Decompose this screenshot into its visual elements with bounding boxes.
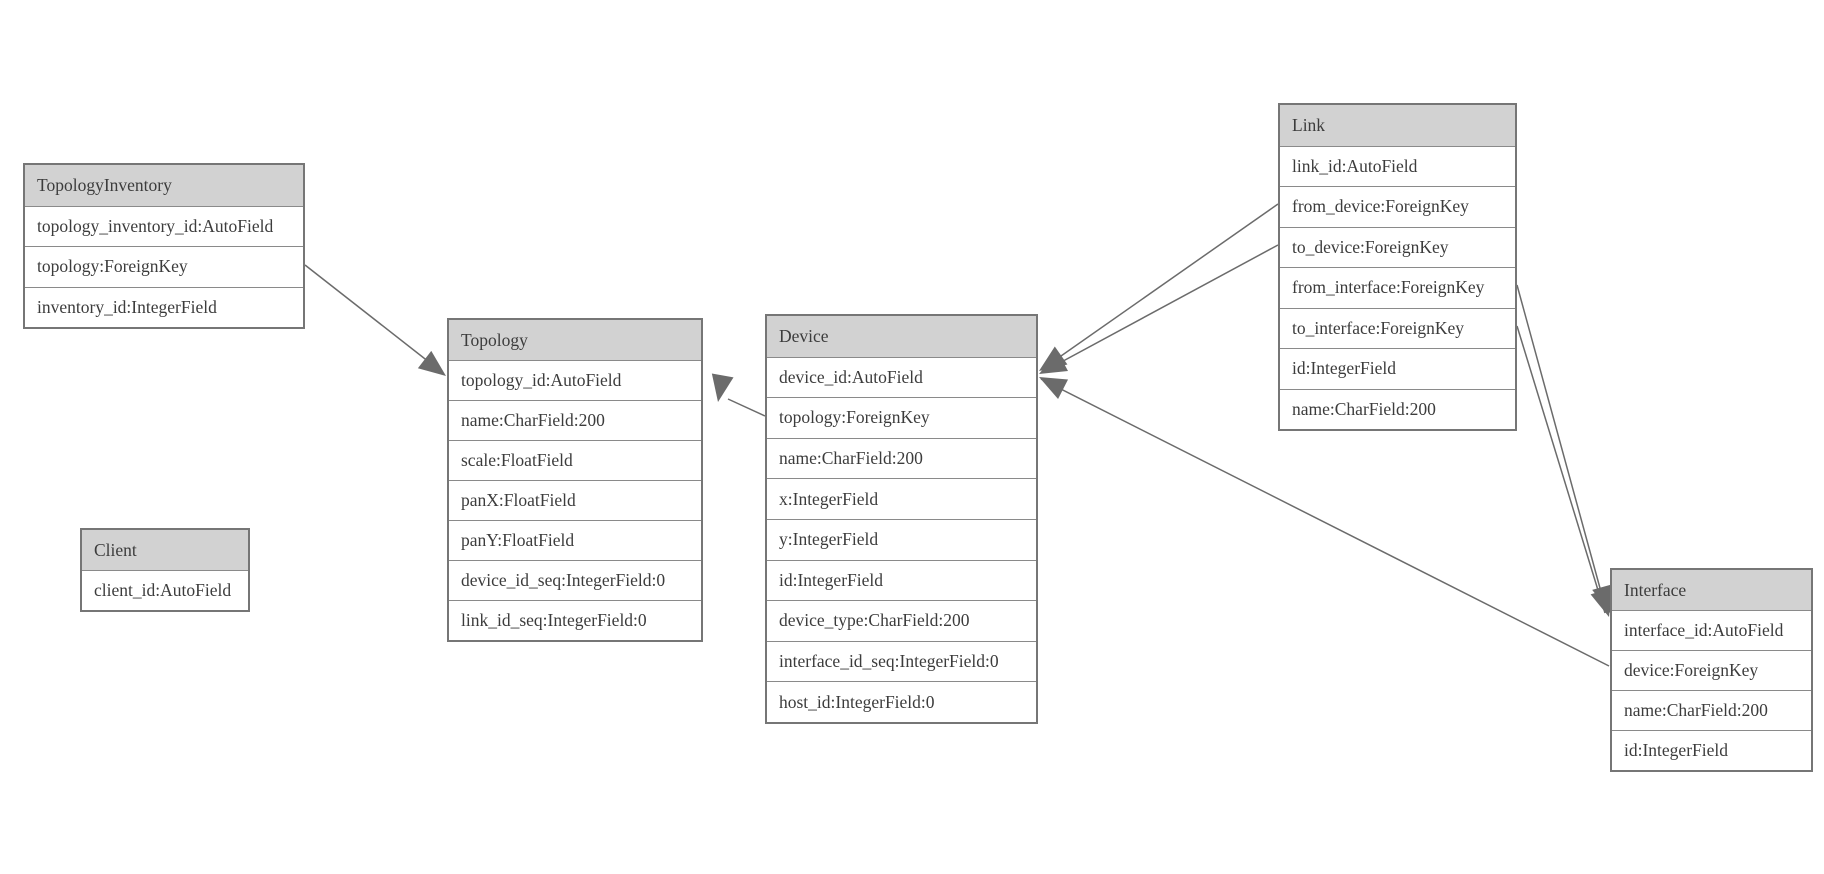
entity-field-row: to_device:ForeignKey bbox=[1280, 226, 1515, 267]
connector-line bbox=[727, 398, 766, 417]
entity-field-row: id:IntegerField bbox=[1280, 348, 1515, 389]
entity-field-row: topology_id:AutoField bbox=[449, 360, 701, 400]
entity-title-interface: Interface bbox=[1612, 570, 1811, 610]
connector-link-from-device-device bbox=[1039, 203, 1279, 371]
arrowhead-icon bbox=[711, 373, 734, 402]
entity-field-row: name:CharField:200 bbox=[767, 437, 1036, 479]
arrowhead-icon bbox=[1039, 351, 1069, 374]
entity-field-row: name:CharField:200 bbox=[1280, 388, 1515, 429]
entity-field-row: x:IntegerField bbox=[767, 478, 1036, 519]
connector-line bbox=[1040, 203, 1279, 371]
entity-field-row: host_id:IntegerField:0 bbox=[767, 681, 1036, 722]
connector-device-topology bbox=[711, 373, 766, 417]
entity-title-device: Device bbox=[767, 316, 1036, 357]
entity-field-row: panY:FloatField bbox=[449, 520, 701, 560]
entity-field-row: interface_id_seq:IntegerField:0 bbox=[767, 640, 1036, 682]
arrowhead-icon bbox=[1039, 377, 1069, 400]
entity-field-row: panX:FloatField bbox=[449, 480, 701, 520]
entity-field-row: interface_id:AutoField bbox=[1612, 610, 1811, 650]
entity-field-row: from_interface:ForeignKey bbox=[1280, 267, 1515, 308]
arrowhead-icon bbox=[1039, 346, 1068, 371]
entity-field-row: name:CharField:200 bbox=[449, 400, 701, 440]
arrowhead-icon bbox=[1590, 587, 1612, 617]
connector-link-to-device-device bbox=[1039, 244, 1279, 374]
entity-title-topology: Topology bbox=[449, 320, 701, 360]
entity-field-row: y:IntegerField bbox=[767, 518, 1036, 560]
connector-line bbox=[1040, 244, 1279, 374]
entity-field-row: name:CharField:200 bbox=[1612, 690, 1811, 730]
entity-field-row: link_id_seq:IntegerField:0 bbox=[449, 600, 701, 640]
entity-title-link: Link bbox=[1280, 105, 1515, 146]
entity-field-row: inventory_id:IntegerField bbox=[25, 286, 303, 327]
entity-field-row: device_id:AutoField bbox=[767, 356, 1036, 398]
entity-field-row: device_type:CharField:200 bbox=[767, 600, 1036, 641]
connector-topologyinventory-topology bbox=[304, 264, 446, 376]
entity-field-row: device:ForeignKey bbox=[1612, 650, 1811, 690]
entity-field-row: topology:ForeignKey bbox=[25, 246, 303, 287]
connector-link-to-interface-interface bbox=[1516, 325, 1612, 617]
entity-field-row: device_id_seq:IntegerField:0 bbox=[449, 560, 701, 600]
connector-link-from-interface-interface bbox=[1516, 284, 1614, 613]
connector-line bbox=[304, 264, 444, 374]
entity-field-row: from_device:ForeignKey bbox=[1280, 186, 1515, 227]
entity-field-row: topology:ForeignKey bbox=[767, 397, 1036, 438]
arrowhead-icon bbox=[417, 350, 446, 376]
entity-field-row: id:IntegerField bbox=[767, 559, 1036, 601]
connector-line bbox=[1516, 325, 1606, 614]
entity-field-row: client_id:AutoField bbox=[82, 570, 248, 610]
entity-title-topology-inventory: TopologyInventory bbox=[25, 165, 303, 206]
entity-field-row: link_id:AutoField bbox=[1280, 145, 1515, 186]
entity-field-row: scale:FloatField bbox=[449, 440, 701, 480]
connector-line bbox=[1516, 284, 1607, 611]
entity-field-row: topology_inventory_id:AutoField bbox=[25, 205, 303, 246]
entity-field-row: id:IntegerField bbox=[1612, 730, 1811, 770]
entity-field-row: to_interface:ForeignKey bbox=[1280, 307, 1515, 348]
entity-title-client: Client bbox=[82, 530, 248, 570]
